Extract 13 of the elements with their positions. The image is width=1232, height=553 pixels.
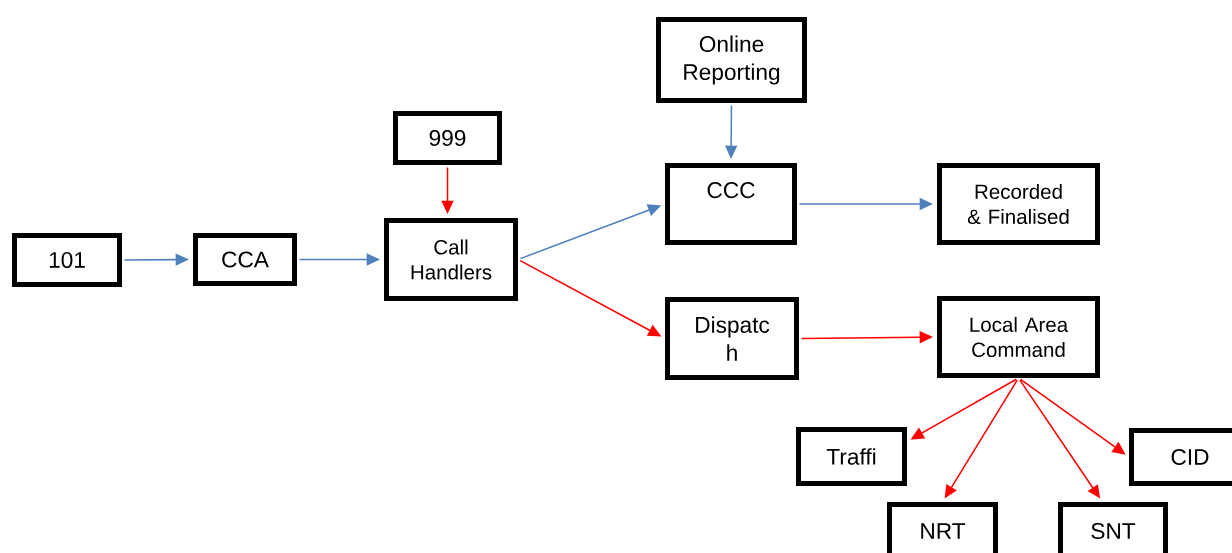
process-box: CCC — [665, 163, 797, 245]
process-box: Recorded & Finalised — [937, 163, 1100, 245]
process-box: CCA — [193, 233, 297, 286]
process-box: Traffi — [796, 427, 907, 486]
process-box: CID — [1129, 428, 1232, 486]
process-box: 101 — [12, 233, 122, 287]
process-box: 999 — [393, 111, 502, 165]
process-box: NRT — [887, 502, 998, 553]
process-box: Call Handlers — [384, 218, 518, 301]
process-box: Dispatc h — [665, 297, 799, 380]
process-box: SNT — [1058, 502, 1168, 553]
process-box: Online Reporting — [656, 17, 807, 103]
process-box: Local Area Command — [937, 296, 1100, 378]
